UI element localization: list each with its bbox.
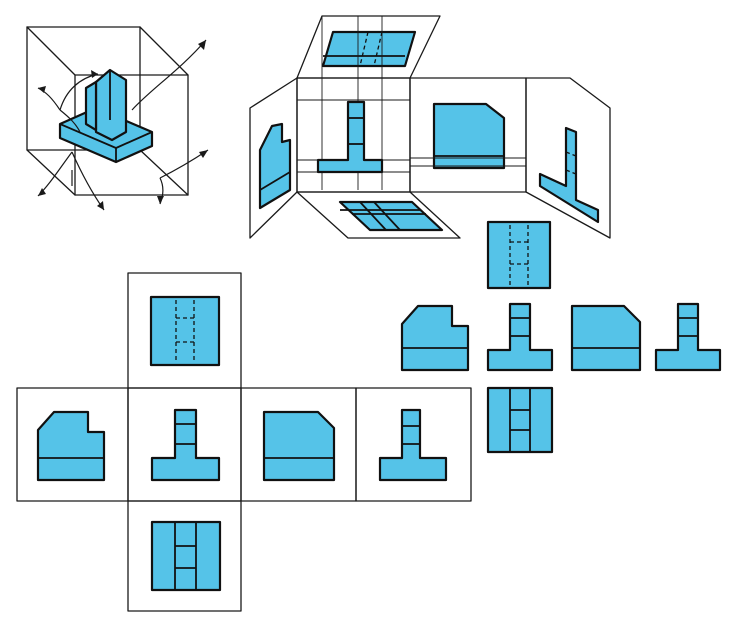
isometric-object (58, 68, 154, 164)
views-right (570, 304, 642, 372)
views-rear (654, 302, 722, 372)
cross-top-view (149, 295, 221, 367)
views-top (486, 220, 552, 290)
glass-box-isometric (26, 26, 209, 211)
unfolding-glass-box (249, 15, 611, 239)
cross-front-view (150, 408, 221, 482)
cross-rear-view (378, 408, 448, 482)
flattened-planes-cross (16, 272, 472, 612)
cross-left-view (36, 410, 106, 482)
cross-bottom-view (150, 520, 222, 592)
rear-plane (525, 77, 611, 239)
plane-bottom (127, 500, 242, 612)
six-views-layout (400, 220, 722, 454)
bottom-plane-unfolded (296, 191, 461, 239)
plane-rear (355, 387, 472, 502)
views-bottom (486, 386, 554, 454)
views-left (400, 304, 470, 372)
cross-right-view (262, 410, 336, 482)
rotation-arrows (37, 39, 209, 211)
views-front (486, 302, 554, 372)
